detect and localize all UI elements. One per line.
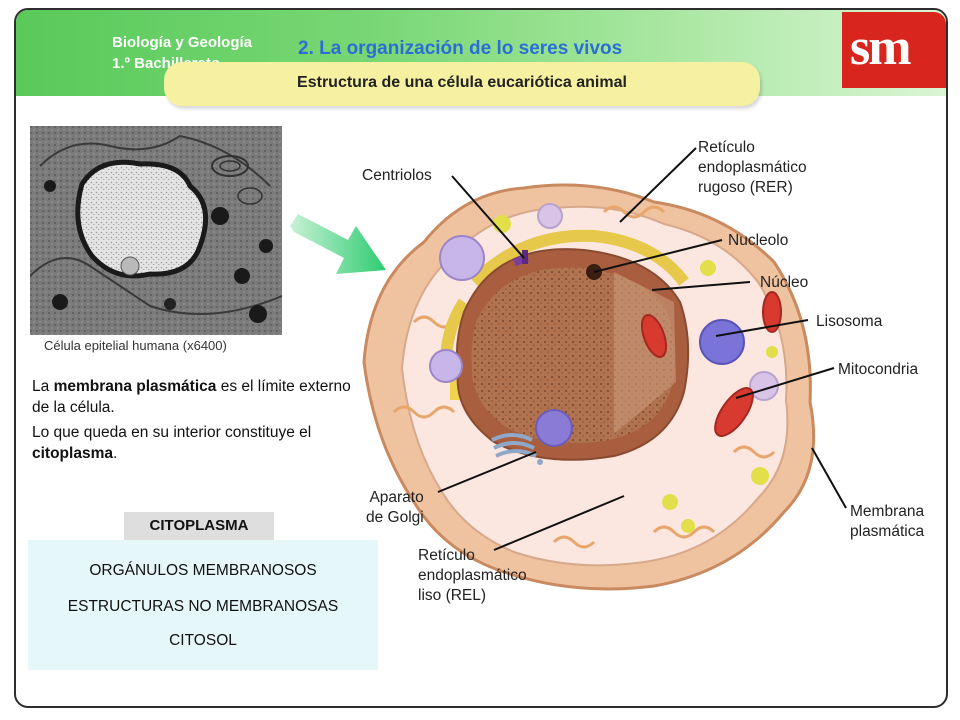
label-line: de Golgi: [366, 509, 424, 526]
label-nucleolo: Nucleolo: [728, 232, 789, 249]
label-line: Aparato: [369, 489, 424, 506]
label-membrana: Membrana plasmática: [850, 502, 924, 542]
citoplasma-item: ORGÁNULOS MEMBRANOSOS: [89, 562, 317, 579]
description-membrane: La membrana plasmática es el límite exte…: [32, 376, 368, 418]
course-subject: Biología y Geología: [112, 34, 253, 51]
text-fragment: La: [32, 378, 54, 395]
text-fragment: es el límite externo de la célula.: [32, 378, 351, 416]
term-membrana: membrana plasmática: [53, 378, 217, 395]
citoplasma-tab-label: CITOPLASMA: [149, 517, 249, 534]
label-centriolos: Centriolos: [362, 167, 432, 184]
cell-micrograph: [30, 126, 282, 335]
logo-text: sm: [850, 19, 912, 76]
label-line: endoplasmático: [698, 159, 807, 176]
golgi-apparatus: [491, 433, 543, 465]
description-citoplasma: Lo que queda en su interior constituye e…: [32, 422, 368, 464]
text-fragment: Lo que queda en su interior constituye e…: [32, 424, 312, 441]
label-rer: Retículo endoplasmático rugoso (RER): [698, 138, 807, 198]
label-lisosoma: Lisosoma: [816, 313, 883, 330]
label-golgi: Aparato de Golgi: [366, 488, 424, 528]
banner-text: Estructura de una célula eucariótica ani…: [297, 74, 627, 91]
label-nucleo: Núcleo: [760, 274, 809, 291]
label-line: Retículo: [698, 139, 755, 156]
text-fragment: .: [112, 445, 118, 462]
sm-logo: sm: [842, 12, 946, 88]
label-line: plasmática: [850, 523, 925, 540]
term-citoplasma: citoplasma: [32, 445, 113, 462]
label-line: rugoso (RER): [698, 179, 793, 196]
label-mitocondria: Mitocondria: [838, 361, 919, 378]
micrograph-caption: Célula epitelial humana (x6400): [44, 338, 227, 353]
citoplasma-item: ESTRUCTURAS NO MEMBRANOSAS: [67, 598, 339, 615]
cell-illustration: [362, 183, 816, 591]
label-line: Membrana: [850, 503, 925, 520]
label-line: endoplasmático: [418, 567, 527, 584]
section-banner: Estructura de una célula eucariótica ani…: [164, 62, 760, 106]
pointer-arrow: [290, 214, 386, 274]
citoplasma-item: CITOSOL: [169, 632, 237, 649]
label-line: liso (REL): [418, 587, 487, 604]
slide-title: 2. La organización de lo seres vivos: [298, 38, 623, 59]
label-line: Retículo: [418, 547, 475, 564]
citoplasma-box: ORGÁNULOS MEMBRANOSOS ESTRUCTURAS NO MEM…: [28, 540, 378, 670]
label-rel: Retículo endoplasmático liso (REL): [418, 546, 527, 606]
description: La membrana plasmática es el límite exte…: [32, 376, 368, 468]
citoplasma-tab: CITOPLASMA: [124, 512, 274, 540]
